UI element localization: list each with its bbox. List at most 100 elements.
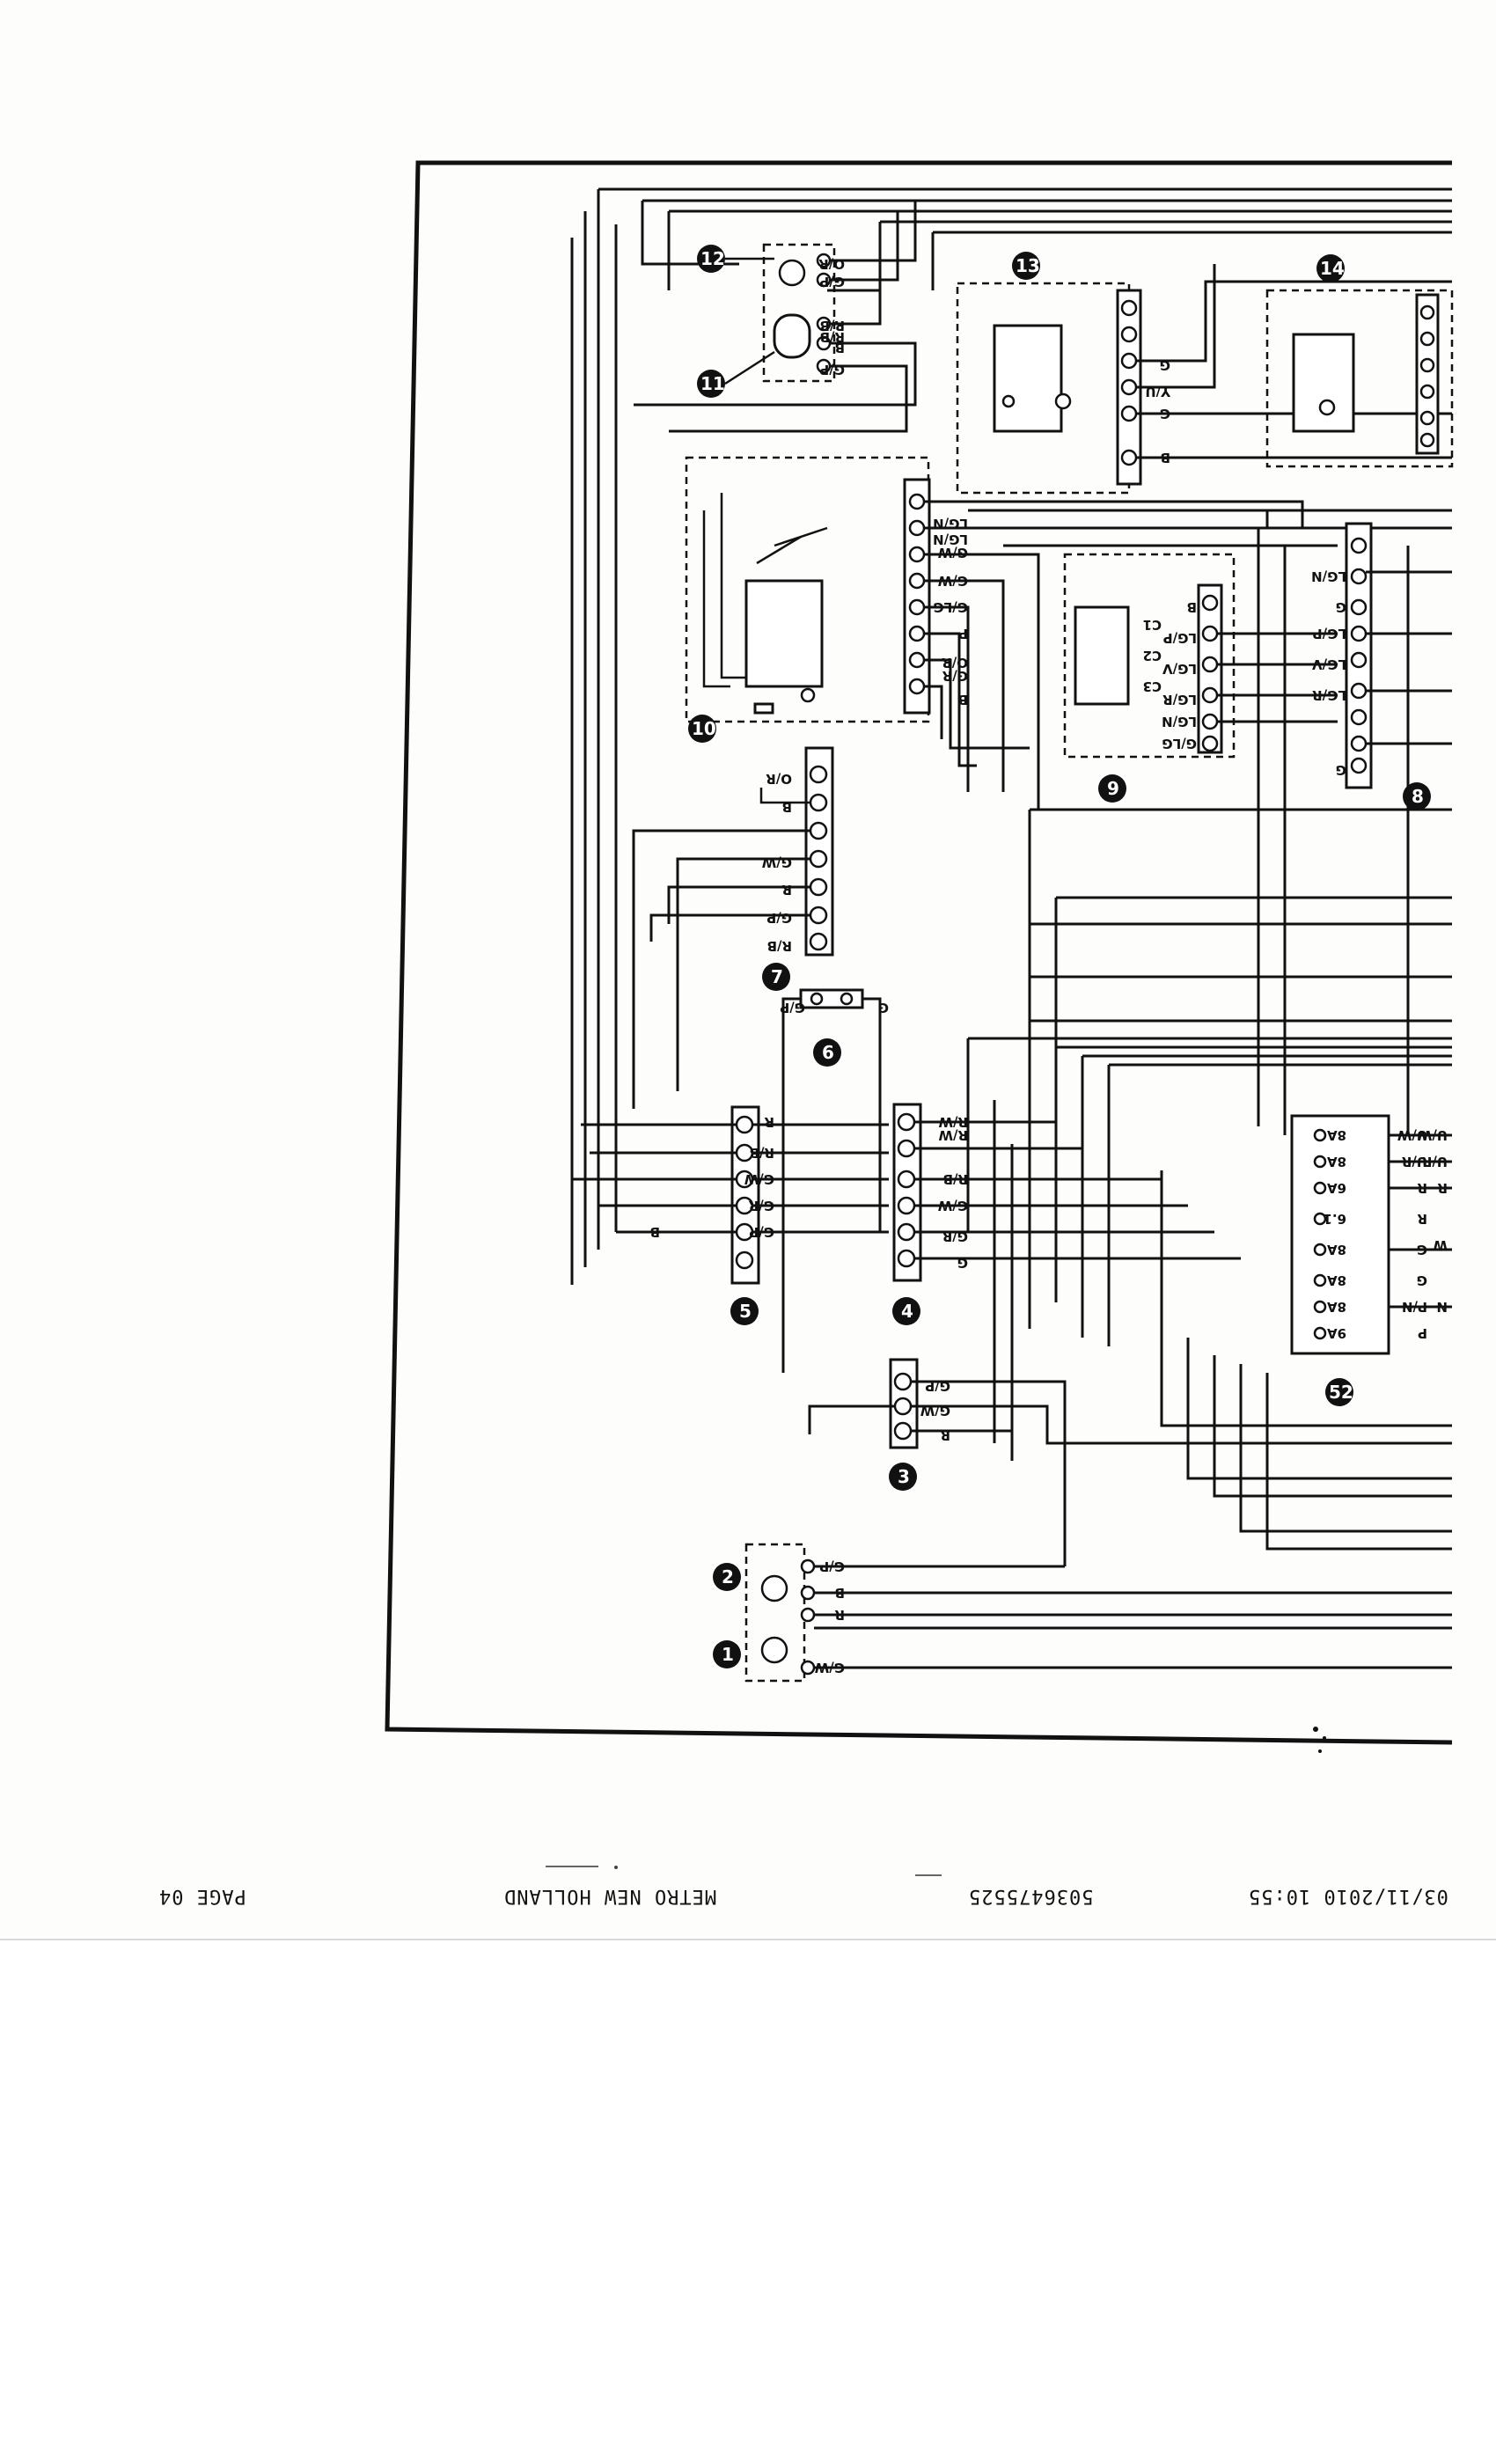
label-c1-1: B — [835, 1585, 845, 1601]
label-c12-5: G/P — [819, 362, 845, 378]
label-c9-4: LG/N — [1162, 714, 1197, 730]
svg-text:7: 7 — [771, 966, 783, 987]
label-fuse-3: 6.1 — [1323, 1211, 1346, 1227]
label-c10-0: LG/N — [933, 516, 968, 532]
label-c12-1: G/P — [819, 274, 845, 290]
connector-12-group: 12 11 — [634, 201, 917, 433]
label-c10-8: B — [958, 692, 968, 708]
connector-7-group: 7 — [632, 746, 834, 1109]
footer-datetime: 03/11/2010 10:55 — [1248, 1885, 1448, 1907]
label-c7-4: G/P — [766, 910, 792, 926]
svg-text:52: 52 — [1329, 1382, 1353, 1403]
label-c3-0: G/P — [925, 1378, 950, 1394]
label-c12-3: R/B — [820, 329, 845, 345]
label-c52-6: P/N — [1402, 1299, 1427, 1315]
label-c13-3: B — [1161, 450, 1170, 466]
label-c5-4: G/P — [749, 1224, 774, 1240]
svg-text:5: 5 — [739, 1301, 752, 1322]
label-c10-6: O/R — [942, 655, 968, 671]
connector-52-group: 52 — [1290, 1114, 1452, 1406]
label-c4-2: R/B — [943, 1171, 968, 1187]
label-c52-1: U/R — [1401, 1154, 1427, 1170]
connector-4-group: 4 — [892, 1103, 1241, 1325]
label-c10-7: G/R — [942, 668, 968, 684]
svg-text:12: 12 — [700, 248, 725, 269]
label-c52-5: G — [1417, 1272, 1427, 1288]
label-c5-3: G/R — [748, 1198, 774, 1214]
label-c9-3: LG/R — [1162, 692, 1197, 708]
label-c13-1: Y/U — [1145, 384, 1171, 400]
label-c52-3: R — [1417, 1211, 1427, 1227]
label-relay-c3: C3 — [1143, 678, 1162, 694]
svg-text:14: 14 — [1320, 258, 1345, 279]
label-fuse-5: 8A — [1327, 1272, 1346, 1288]
label-c1-3: G/W — [814, 1660, 845, 1676]
svg-text:8: 8 — [1412, 786, 1424, 807]
label-c8-1: G — [1336, 599, 1346, 615]
svg-text:6: 6 — [822, 1042, 834, 1063]
label-c12-4: B — [835, 340, 845, 356]
page-edge — [0, 1939, 1496, 1940]
label-fuse-2: 6A — [1327, 1180, 1346, 1196]
label-c10-1: LG/N — [933, 532, 968, 547]
label-c8-0: LG/N — [1311, 568, 1346, 584]
connector-10-group: 10 — [685, 456, 1304, 810]
svg-text:9: 9 — [1107, 778, 1119, 799]
svg-text:2: 2 — [722, 1566, 734, 1588]
label-c10-5: P — [958, 626, 968, 642]
label-c5-2: G/W — [744, 1171, 774, 1187]
label-c6-1: G/P — [780, 1000, 805, 1016]
top-harness — [570, 187, 1452, 1285]
label-c9-1: LG/P — [1163, 630, 1197, 646]
label-c12-0: O/R — [818, 256, 845, 272]
label-fuse-6: 8A — [1327, 1299, 1346, 1315]
label-c4-5: G — [957, 1255, 968, 1271]
label-c7-3: R — [781, 882, 792, 898]
label-c10-3: G/W — [937, 573, 968, 589]
label-c5-5: B — [650, 1224, 660, 1240]
label-fuse-0: 8A — [1327, 1127, 1346, 1143]
svg-text:11: 11 — [700, 373, 725, 394]
connector-6-group: 6 — [781, 988, 882, 1373]
label-c1-2: R — [834, 1607, 845, 1623]
label-fuse-1: 8A — [1327, 1154, 1346, 1170]
connector-9-group: 9 — [1063, 553, 1338, 803]
label-c8-2: LG/P — [1313, 626, 1346, 642]
label-c13-0: G — [1160, 357, 1170, 373]
label-c7-0: O/R — [766, 771, 792, 787]
svg-text:13: 13 — [1016, 255, 1040, 276]
label-fuse-4: 8A — [1327, 1242, 1346, 1258]
label-relay-c2: C2 — [1143, 648, 1162, 664]
connector-14-group: 14 — [1265, 254, 1454, 468]
blank-area — [0, 1940, 1496, 2464]
label-c52r-2: R — [1437, 1180, 1448, 1196]
label-c52r-0: U/W — [1417, 1127, 1448, 1143]
label-c13-2: G — [1160, 406, 1170, 422]
label-c52-2: R — [1417, 1180, 1427, 1196]
label-c9-0: B — [1187, 599, 1197, 615]
svg-text:1: 1 — [722, 1644, 734, 1665]
connector-13-group: 13 — [956, 252, 1452, 495]
label-relay-c1: C1 — [1143, 617, 1162, 633]
label-c5-1: R/B — [750, 1145, 774, 1161]
diagram-frame — [385, 160, 1453, 1745]
label-c7-5: R/B — [767, 938, 792, 954]
label-c8-5: G — [1336, 762, 1346, 778]
label-c3-2: R — [940, 1427, 950, 1443]
label-c5-0: R — [764, 1114, 774, 1130]
label-c4-4: G/R — [942, 1228, 968, 1244]
label-c3-1: G/W — [920, 1403, 950, 1419]
label-c4-3: G/W — [937, 1198, 968, 1214]
footer-page: PAGE 04 — [158, 1885, 246, 1907]
label-c10-4: G/LG — [933, 599, 968, 615]
label-c1-0: G/P — [819, 1558, 845, 1574]
label-c52r-1: U/R — [1421, 1154, 1448, 1170]
svg-text:3: 3 — [898, 1466, 910, 1487]
label-c6-0: G — [878, 1000, 889, 1016]
svg-text:10: 10 — [692, 718, 716, 739]
label-c52-0: U/W — [1397, 1127, 1427, 1143]
scan-specks — [546, 1727, 1326, 1876]
label-c52r-4: N — [1436, 1299, 1448, 1315]
label-c4-0: R/W — [938, 1114, 968, 1130]
